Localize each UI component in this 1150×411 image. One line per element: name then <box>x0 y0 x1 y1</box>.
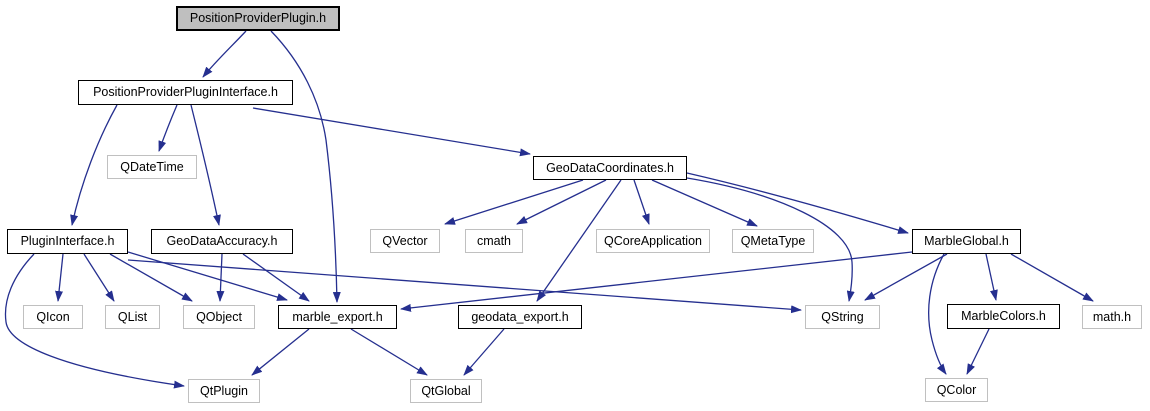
graph-node-qvector: QVector <box>370 229 440 253</box>
edge-pi-to-qicon <box>55 253 64 302</box>
edge-mg-to-mcolors <box>985 253 998 301</box>
graph-node-mathh: math.h <box>1082 305 1142 329</box>
graph-node-qmetatype: QMetaType <box>732 229 814 253</box>
graph-node-qtglobal: QtGlobal <box>410 379 482 403</box>
edge-gdc-to-cmath <box>516 179 607 225</box>
edge-mcolors-to-qcolor <box>966 328 990 375</box>
graph-node-gdc[interactable]: GeoDataCoordinates.h <box>533 156 687 180</box>
graph-node-cmath: cmath <box>465 229 523 253</box>
edge-gexport-to-qtglobal <box>463 328 505 376</box>
edge-pppi-to-pi <box>70 104 118 226</box>
edge-pi-to-qstring <box>127 259 802 314</box>
graph-node-ppp: PositionProviderPlugin.h <box>176 6 340 31</box>
graph-node-qobject: QObject <box>183 305 255 329</box>
graph-node-pppi[interactable]: PositionProviderPluginInterface.h <box>78 80 293 105</box>
edge-pi-to-qlist <box>83 253 115 302</box>
graph-node-qcolor: QColor <box>925 378 988 402</box>
edge-gdc-to-mg <box>686 172 909 234</box>
edge-gdc-to-gexport <box>536 179 622 302</box>
edge-pppi-to-qdatetime <box>158 104 178 152</box>
graph-node-qcoreapp: QCoreApplication <box>596 229 710 253</box>
edge-ppp-to-pppi <box>202 30 247 78</box>
edge-mg-to-qcolor <box>928 253 947 375</box>
graph-node-mcolors[interactable]: MarbleColors.h <box>947 304 1060 329</box>
graph-node-qicon: QIcon <box>23 305 83 329</box>
graph-node-gexport[interactable]: geodata_export.h <box>458 305 582 329</box>
edge-gdc-to-qmetatype <box>651 179 758 227</box>
graph-node-mexport[interactable]: marble_export.h <box>278 305 397 329</box>
edge-mg-to-mexport <box>400 251 913 312</box>
edge-gda-to-mexport <box>242 253 310 302</box>
edge-pi-to-mexport <box>127 251 288 301</box>
edge-mexport-to-qtplugin <box>251 328 310 376</box>
edge-mexport-to-qtglobal <box>350 328 428 376</box>
edge-ppp-to-mexport <box>270 30 341 303</box>
edge-mg-to-qstring <box>864 253 948 301</box>
edge-pi-to-qobject <box>109 253 193 302</box>
edge-gdc-to-qcoreapp <box>633 179 650 225</box>
edge-pppi-to-gdc <box>252 107 531 157</box>
graph-node-gda[interactable]: GeoDataAccuracy.h <box>151 229 293 254</box>
edge-pi-to-qtplugin <box>4 253 185 389</box>
graph-node-mg[interactable]: MarbleGlobal.h <box>912 229 1021 254</box>
edge-pppi-to-gda <box>190 104 221 226</box>
edge-gdc-to-qvector <box>444 179 584 225</box>
graph-node-qdatetime: QDateTime <box>107 155 197 179</box>
edge-mg-to-mathh <box>1010 253 1094 302</box>
edge-gda-to-qobject <box>216 253 225 302</box>
graph-node-qstring: QString <box>805 305 880 329</box>
edge-gdc-to-qstring <box>686 177 855 302</box>
graph-node-pi[interactable]: PluginInterface.h <box>7 229 128 254</box>
graph-node-qlist: QList <box>105 305 160 329</box>
graph-node-qtplugin: QtPlugin <box>188 379 260 403</box>
